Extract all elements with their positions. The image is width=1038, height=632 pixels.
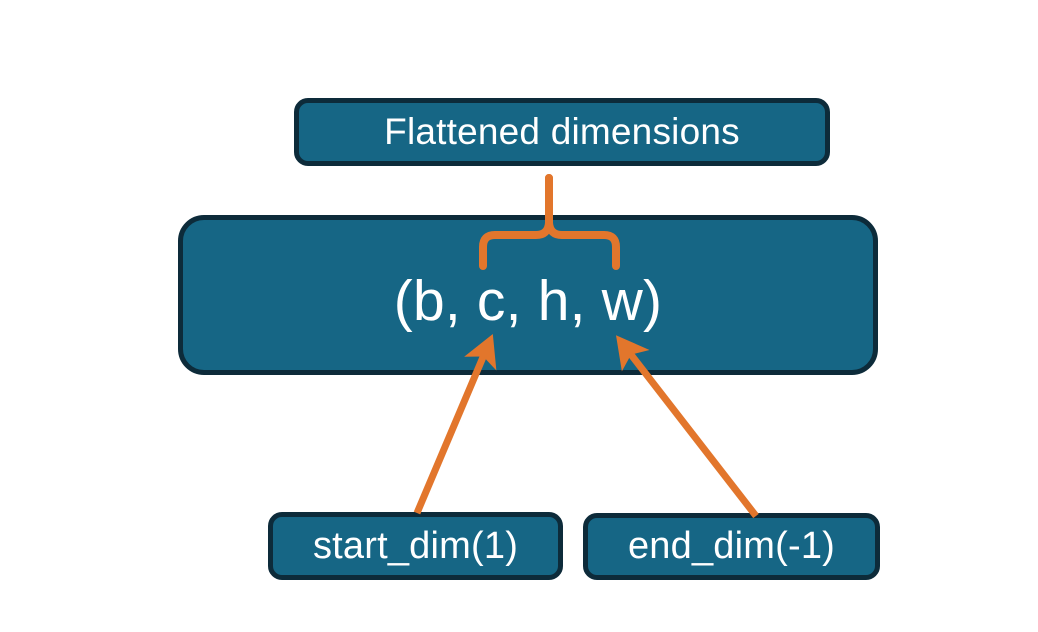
node-end-dim: end_dim(-1)	[583, 513, 880, 580]
node-start-dim-label: start_dim(1)	[312, 524, 519, 567]
node-end-dim-label: end_dim(-1)	[627, 525, 836, 567]
node-flattened-dimensions-label: Flattened dimensions	[384, 111, 740, 152]
node-flattened-dimensions: Flattened dimensions	[294, 98, 830, 166]
node-tensor-shape-label: (b, c, h, w)	[393, 268, 663, 333]
node-tensor-shape: (b, c, h, w)	[178, 215, 878, 375]
node-start-dim: start_dim(1)	[268, 512, 563, 580]
